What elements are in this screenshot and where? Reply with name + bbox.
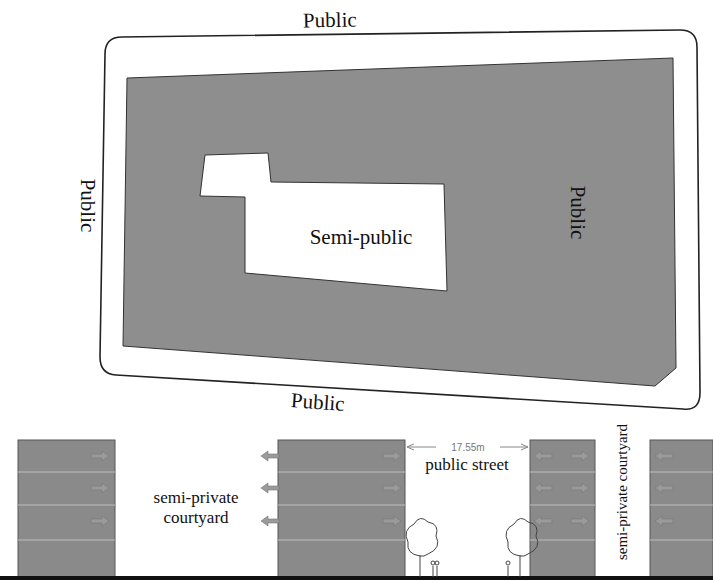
zone-label: Public <box>303 7 357 33</box>
access-arrow <box>91 451 109 461</box>
access-arrow <box>383 451 401 461</box>
access-arrow <box>261 451 279 461</box>
access-arrow <box>571 516 589 526</box>
street-trees <box>406 518 538 577</box>
access-arrow <box>655 451 673 461</box>
access-arrow <box>91 516 109 526</box>
courtyard-band: semi-private courtyard <box>611 420 633 565</box>
access-arrow <box>91 483 109 493</box>
semi-public-space: Semi-public <box>306 223 417 252</box>
access-arrow <box>534 483 552 493</box>
dimension-line <box>500 447 528 448</box>
access-arrow <box>655 483 673 493</box>
public-outline <box>100 30 700 409</box>
building-block <box>123 58 676 386</box>
access-arrow <box>261 483 279 493</box>
access-arrow <box>655 516 673 526</box>
area-label: semi-private courtyard <box>613 424 630 560</box>
street-band: public street <box>421 453 513 477</box>
access-arrow <box>571 451 589 461</box>
building-section <box>18 440 713 577</box>
access-arrow <box>571 483 589 493</box>
area-label: semi-private courtyard <box>121 488 271 527</box>
zone-label: Public <box>75 178 100 232</box>
dimension-line <box>407 447 436 448</box>
access-arrow <box>383 516 401 526</box>
courtyard-band: semi-private courtyard <box>117 486 275 530</box>
area-label: Semi-public <box>310 225 413 249</box>
ground-line <box>0 576 713 580</box>
dimension-label: 17.55m <box>449 442 486 453</box>
floor-lines <box>18 472 713 540</box>
zone-label: Public <box>290 388 345 417</box>
access-arrow <box>534 516 552 526</box>
zone-label: Public <box>565 185 590 239</box>
area-label: public street <box>425 455 509 475</box>
access-arrow <box>261 516 279 526</box>
access-arrow <box>534 451 552 461</box>
access-arrow <box>383 483 401 493</box>
